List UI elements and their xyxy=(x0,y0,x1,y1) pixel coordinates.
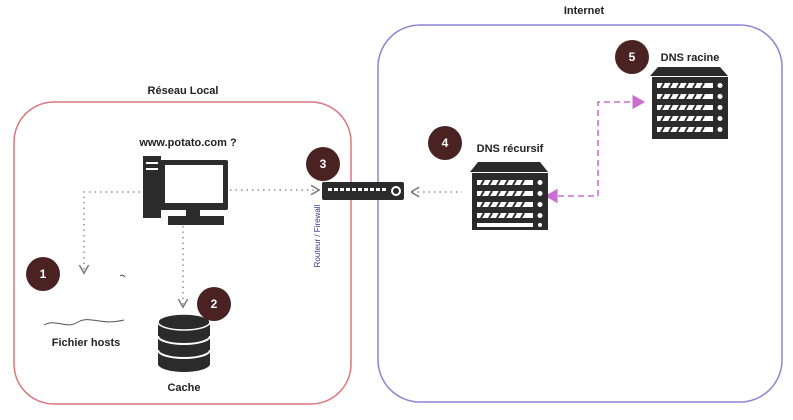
dns-root-label: DNS racine xyxy=(661,52,720,64)
desktop-computer-icon xyxy=(143,156,228,225)
database-icon xyxy=(157,313,211,372)
step-badge-3: 3 xyxy=(306,147,340,181)
computer-query-label: www.potato.com ? xyxy=(138,137,237,149)
step-badge-1: 1 xyxy=(26,257,60,291)
link-computer-hosts xyxy=(84,191,140,272)
local-network-region xyxy=(13,101,352,405)
hosts-file-label: Fichier hosts xyxy=(52,337,120,349)
server-rack-icon xyxy=(470,162,548,230)
svg-text:5: 5 xyxy=(629,50,636,64)
internet-label: Internet xyxy=(564,5,605,17)
step-badge-2: 2 xyxy=(197,287,231,321)
step-badge-4: 4 xyxy=(428,126,462,160)
document-icon xyxy=(43,274,126,326)
internet-region xyxy=(377,24,783,403)
router-label: Routeur / Firewall xyxy=(313,204,322,267)
server-rack-icon xyxy=(650,67,728,139)
svg-text:4: 4 xyxy=(442,136,449,150)
router-icon xyxy=(322,182,404,200)
svg-text:3: 3 xyxy=(320,157,327,171)
cache-label: Cache xyxy=(167,382,200,394)
svg-text:2: 2 xyxy=(211,297,218,311)
dns-resolver-label: DNS récursif xyxy=(477,143,544,155)
link-dns-resolver-root xyxy=(544,94,646,204)
local-network-label: Réseau Local xyxy=(148,85,219,97)
svg-text:1: 1 xyxy=(40,267,47,281)
step-badge-5: 5 xyxy=(615,40,649,74)
